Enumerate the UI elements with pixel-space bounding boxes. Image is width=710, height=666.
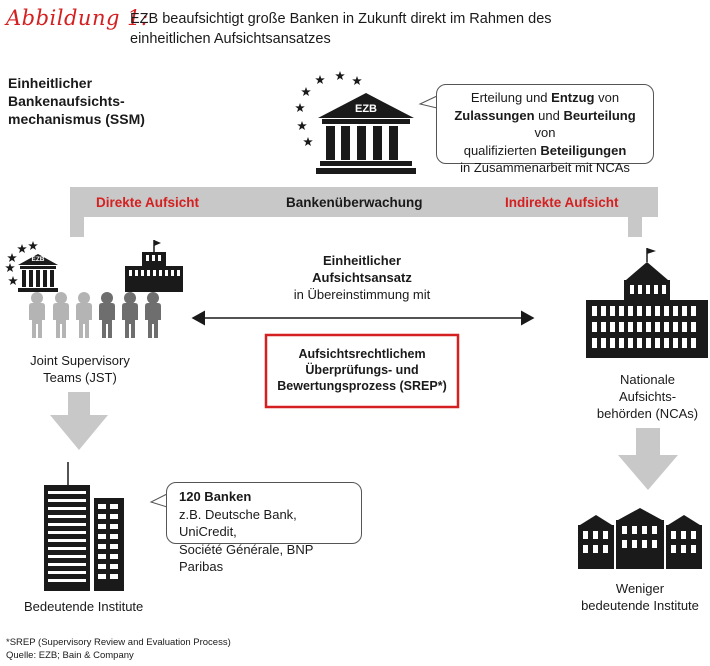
ezb-bubble-line1: Erteilung und Entzug von (443, 89, 647, 107)
ezb-bubble-text: Erteilung und (470, 90, 552, 105)
unified-approach-text: Einheitlicher Aufsichtsansatz in Überein… (262, 252, 462, 303)
figure-title-line2: einheitlichen Aufsichtsansatzes (130, 31, 331, 47)
ezb-bubble-line2: Zulassungen und Beurteilung von (443, 107, 647, 142)
ezb-bubble-text: und (534, 107, 564, 123)
figure-title-line1: EZB beaufsichtigt große Banken in Zukunf… (130, 11, 552, 27)
approach-line2: Aufsichtsansatz (312, 270, 412, 285)
nca-label: Nationale Aufsichts- behörden (NCAs) (590, 371, 705, 422)
approach-line3: in Übereinstimmung mit (293, 287, 431, 302)
footnote-source: Quelle: EZB; Bain & Company (6, 650, 134, 661)
people-icon (29, 292, 161, 338)
ezb-bubble-bold: Zulassungen (454, 107, 535, 123)
small-banks-icon (578, 508, 702, 569)
ezb-competences-bubble: Erteilung und Entzug von Zulassungen und… (436, 84, 654, 175)
ezb-bubble-text: von (534, 125, 556, 140)
ezb-small-label: EZB (31, 256, 45, 263)
srep-box: Aufsichtsrechtlichem Überprüfungs- und B… (268, 346, 456, 394)
ezb-bubble-text: qualifizierten (463, 142, 541, 158)
ssm-title-line1: Einheitlicher (8, 75, 93, 91)
figure-label: Abbildung 1: (6, 6, 149, 30)
ssm-title: Einheitlicher Bankenaufsichts- mechanism… (8, 74, 145, 128)
nca-line3: behörden (NCAs) (596, 406, 699, 421)
significant-institutions-label: Bedeutende Institute (24, 599, 144, 614)
arrow-down-icon-right (618, 428, 678, 490)
arrow-down-icon (50, 392, 108, 450)
banks-count: 120 Banken (179, 489, 252, 504)
srep-box-frame (264, 333, 460, 409)
supervision-bar (70, 187, 658, 237)
figure-title: EZB beaufsichtigt große Banken in Zukunf… (130, 9, 690, 49)
banking-supervision-label: Bankenüberwachung (286, 195, 423, 210)
footnotes: *SREP (Supervisory Review and Evaluation… (6, 636, 231, 662)
ezb-bubble-line4: in Zusammenarbeit mit NCAs (460, 160, 630, 175)
srep-line1: Aufsichtsrechtlichem (298, 347, 426, 361)
footnote-srep: *SREP (Supervisory Review and Evaluation… (6, 637, 231, 648)
jst-line1: Joint Supervisory (30, 353, 130, 368)
nca-line2: Aufsichts- (618, 389, 677, 404)
ezb-bubble-bold: Beteiligungen (540, 142, 627, 158)
srep-line3: Bewertungsprozess (SREP*) (277, 379, 447, 393)
jst-label: Joint Supervisory Teams (JST) (10, 352, 150, 386)
skyscraper-icon (44, 462, 124, 591)
ezb-label: EZB (355, 103, 377, 115)
nca-building-icon (586, 248, 708, 358)
ezb-building-icon (295, 71, 416, 174)
banks-bubble: 120 Banken z.B. Deutsche Bank, UniCredit… (166, 482, 362, 574)
ezb-small-building-icon (5, 241, 58, 292)
srep-line2: Überprüfungs- und (305, 363, 419, 377)
less-significant-line1: Weniger (615, 581, 665, 596)
ssm-title-line3: mechanismus (SSM) (8, 111, 145, 127)
ezb-bubble-bold: Beurteilung (563, 107, 636, 123)
ssm-title-line2: Bankenaufsichts- (8, 93, 125, 109)
nca-line1: Nationale (620, 372, 675, 387)
banks-examples-line2: Société Générale, BNP Paribas (179, 541, 314, 575)
jst-line2: Teams (JST) (43, 370, 117, 385)
ministry-building-icon (125, 240, 183, 292)
less-significant-line2: bedeutende Institute (581, 598, 699, 613)
ezb-bubble-line3: qualifizierten Beteiligungen (443, 142, 647, 160)
ezb-bubble-text: von (594, 90, 620, 105)
less-significant-label: Weniger bedeutende Institute (575, 580, 705, 614)
indirect-supervision-label: Indirekte Aufsicht (505, 195, 619, 210)
direct-supervision-label: Direkte Aufsicht (96, 195, 200, 210)
banks-examples-line1: z.B. Deutsche Bank, UniCredit, (179, 506, 297, 540)
ezb-bubble-bold: Entzug (551, 90, 595, 105)
approach-line1: Einheitlicher (322, 253, 402, 268)
